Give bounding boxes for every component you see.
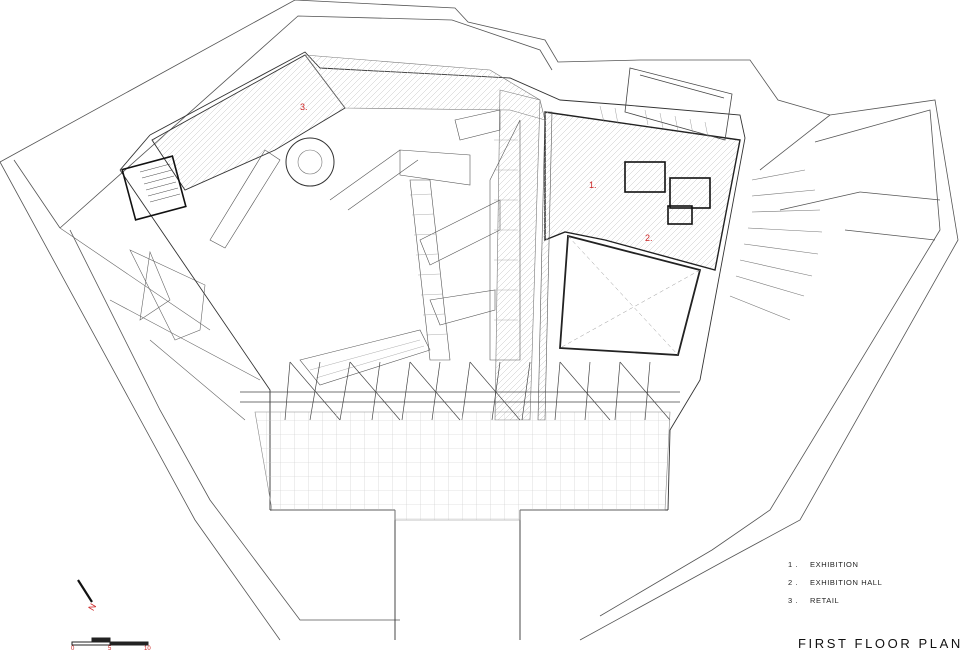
legend-item: 1 . EXHIBITION [788,560,882,578]
roof-element [624,67,733,141]
plaza-paving [254,411,671,521]
retail-area [151,54,346,191]
truss-structure [240,361,680,421]
room-label-exhibition-hall: 2. [645,233,653,243]
scale-tick-5: 5 [108,646,112,652]
ramp-treads [309,139,518,379]
stair-lines [139,163,181,203]
central-spine [494,89,541,421]
service-cores [121,155,711,225]
room-label-retail: 3. [300,102,308,112]
drawing-title: FIRST FLOOR PLAN [798,636,960,651]
left-facets [59,227,261,421]
scale-tick-0: 0 [71,646,75,652]
scale-tick-10: 10 [144,646,151,652]
hall-diagonals [559,235,701,356]
legend-text: EXHIBITION [810,560,859,569]
room-label-exhibition: 1. [589,180,597,190]
legend-item: 3 . RETAIL [788,596,882,614]
roof-ticks [599,105,709,138]
legend: 1 . EXHIBITION 2 . EXHIBITION HALL 3 . R… [788,560,882,614]
legend-number: 3 . [788,596,799,605]
legend-number: 1 . [788,560,799,569]
gallery-strip [537,111,553,421]
site-boundary [0,0,959,641]
legend-text: RETAIL [810,596,840,605]
legend-item: 2 . EXHIBITION HALL [788,578,882,596]
round-lift [285,137,335,187]
legend-text: EXHIBITION HALL [810,578,883,587]
north-arrow-icon [77,579,93,603]
scale-bar [71,637,149,646]
right-terrace-lines [729,169,823,321]
legend-number: 2 . [788,578,799,587]
